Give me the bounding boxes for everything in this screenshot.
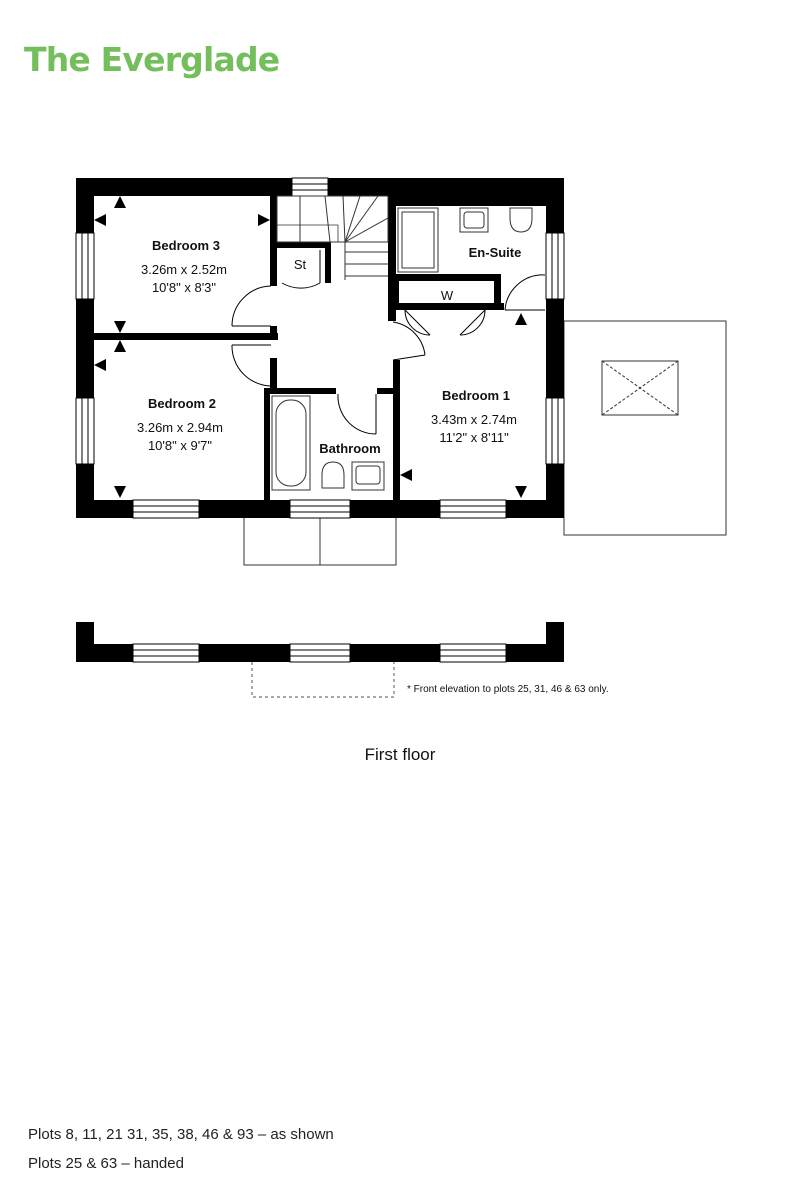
bathroom-fixtures xyxy=(271,395,385,491)
internal-walls xyxy=(94,196,546,500)
room-name-bedroom-1: Bedroom 1 xyxy=(442,388,510,403)
room-metric-bedroom-1: 3.43m x 2.74m xyxy=(431,412,517,427)
staircase xyxy=(276,195,389,280)
elevation-note: * Front elevation to plots 25, 31, 46 & … xyxy=(407,684,609,695)
room-metric-bedroom-2: 3.26m x 2.94m xyxy=(137,420,223,435)
front-elevation xyxy=(76,622,564,698)
room-name-bedroom-2: Bedroom 2 xyxy=(148,396,216,411)
windows xyxy=(75,177,565,519)
room-name-wardrobe: W xyxy=(441,288,454,303)
room-metric-bedroom-3: 3.26m x 2.52m xyxy=(141,262,227,277)
room-name-bathroom: Bathroom xyxy=(319,441,380,456)
floor-label: First floor xyxy=(365,745,436,764)
room-name-bedroom-3: Bedroom 3 xyxy=(152,238,220,253)
room-name-store: St xyxy=(294,257,307,272)
front-porch-outline xyxy=(243,517,397,566)
page-title: The Everglade xyxy=(24,40,280,79)
room-imperial-bedroom-1: 11'2" x 8'11" xyxy=(439,430,509,445)
plots-handed: Plots 25 & 63 – handed xyxy=(28,1155,184,1172)
dimension-arrows xyxy=(94,196,527,498)
room-imperial-bedroom-3: 10'8" x 8'3" xyxy=(152,280,216,295)
en-suite-fixtures xyxy=(397,207,533,273)
external-walls xyxy=(76,178,564,518)
room-name-en-suite: En-Suite xyxy=(469,245,522,260)
door-swings xyxy=(231,250,546,435)
plots-as-shown: Plots 8, 11, 21 31, 35, 38, 46 & 93 – as… xyxy=(28,1126,334,1143)
room-imperial-bedroom-2: 10'8" x 9'7" xyxy=(148,438,212,453)
rear-extension-roof xyxy=(563,320,727,536)
